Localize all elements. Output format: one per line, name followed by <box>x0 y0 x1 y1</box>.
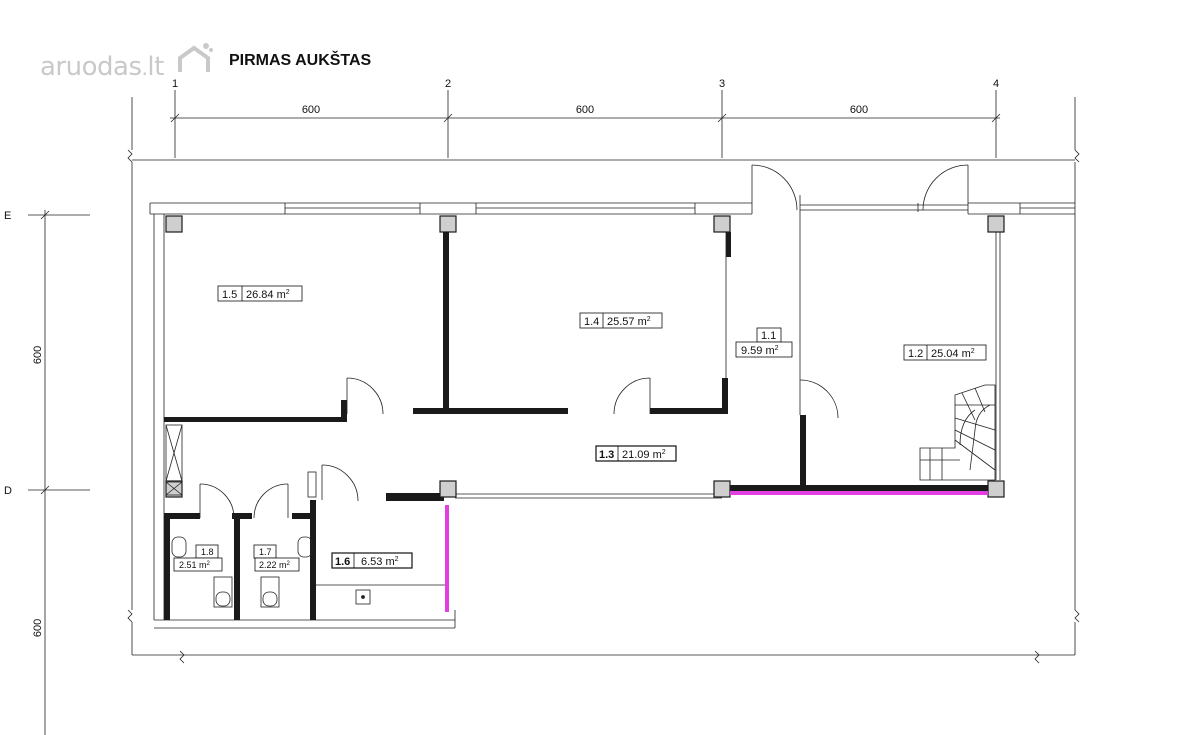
room-area: 25.04 m2 <box>931 348 975 360</box>
room-id: 1.5 <box>222 289 237 301</box>
room-id: 1.8 <box>201 547 214 557</box>
room-id: 1.1 <box>761 330 776 342</box>
room-label-1-3: 1.3 21.09 m2 <box>595 445 677 462</box>
glazing <box>445 491 988 612</box>
row-label: E <box>4 210 11 222</box>
room-id: 1.4 <box>584 316 599 328</box>
room-area: 2.51 m2 <box>179 560 211 570</box>
logo-text: aruodas.lt <box>40 52 164 82</box>
room-label-1-1: 1.1 9.59 m2 <box>735 327 793 358</box>
room-area: 2.22 m2 <box>259 560 291 570</box>
room-label-1-4: 1.4 25.57 m2 <box>579 312 663 329</box>
row-label: D <box>4 485 12 497</box>
dimension-value: 600 <box>32 619 44 637</box>
sanitary-fixtures <box>171 536 313 608</box>
room-label-1-2: 1.2 25.04 m2 <box>903 344 987 361</box>
room-id: 1.2 <box>908 348 923 360</box>
dimension-labels: 1 2 3 4 600 600 600 E D 600 600 <box>4 78 999 637</box>
column-label: 2 <box>445 78 451 90</box>
dimension-lines <box>28 90 1080 735</box>
doors <box>165 377 839 605</box>
room-area: 25.57 m2 <box>607 316 651 328</box>
dimension-value: 600 <box>850 104 868 116</box>
house-icon <box>178 43 213 72</box>
room-area: 6.53 m2 <box>361 556 399 568</box>
room-labels: 1.5 26.84 m2 1.4 25.57 m2 1.1 9.59 m2 1.… <box>173 285 987 572</box>
column-label: 3 <box>719 78 725 90</box>
column-label: 4 <box>993 78 999 90</box>
interior-walls <box>164 225 992 620</box>
exterior-walls <box>149 164 1075 629</box>
room-id: 1.3 <box>599 449 614 461</box>
room-label-1-6: 1.6 6.53 m2 <box>331 552 413 569</box>
room-id: 1.7 <box>259 547 272 557</box>
dimension-value: 600 <box>302 104 320 116</box>
page-title: PIRMAS AUKŠTAS <box>229 52 372 69</box>
dimension-value: 600 <box>32 346 44 364</box>
room-area: 9.59 m2 <box>741 345 779 357</box>
structural-columns <box>165 215 1005 498</box>
column-label: 1 <box>172 78 178 90</box>
room-area: 26.84 m2 <box>246 289 290 301</box>
room-label-1-7: 1.7 2.22 m2 <box>253 544 300 572</box>
room-label-1-5: 1.5 26.84 m2 <box>217 285 303 302</box>
room-label-1-8: 1.8 2.51 m2 <box>173 544 223 572</box>
room-area: 21.09 m2 <box>622 449 666 461</box>
staircase <box>919 384 996 481</box>
dimension-value: 600 <box>576 104 594 116</box>
room-id: 1.6 <box>335 556 350 568</box>
